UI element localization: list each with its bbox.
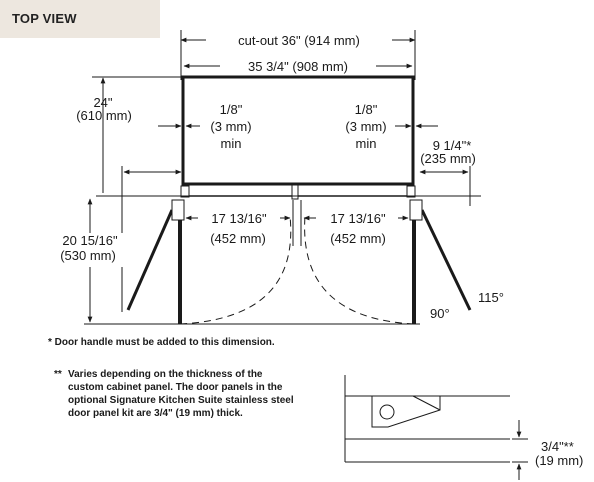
depth-in-label: 24" — [93, 95, 112, 110]
cutout-width-label: cut-out 36" (914 mm) — [238, 33, 360, 48]
note-panel-mark: ** — [54, 369, 62, 380]
right-door-115 — [420, 209, 472, 311]
panel-thickness-detail — [344, 375, 528, 480]
depth-mm-label: (610 mm) — [76, 108, 132, 123]
refrigerator-body — [181, 75, 415, 186]
hinge-left — [180, 185, 190, 198]
gap-left-mm: (3 mm) — [210, 119, 251, 134]
panel-thickness-mm: (19 mm) — [535, 453, 583, 468]
door-swing-depth-mm: (530 mm) — [60, 248, 116, 263]
top-view-tab: TOP VIEW — [0, 0, 160, 38]
side-clearance-in: 9 1/4"* — [433, 138, 472, 153]
top-view-label: TOP VIEW — [12, 11, 77, 26]
left-door-115 — [126, 209, 174, 311]
door-swing-depth-in: 20 15/16" — [62, 233, 118, 248]
unit-width-label: 35 3/4" (908 mm) — [248, 59, 348, 74]
panel-thickness-in: 3/4"** — [541, 439, 574, 454]
door-right-in: 17 13/16" — [330, 211, 386, 226]
gap-right-fraction: 1/8" — [355, 102, 378, 117]
gap-left-fraction: 1/8" — [220, 102, 243, 117]
note-panel-thickness: ** Varies depending on the thickness of … — [54, 368, 300, 420]
door-left-in: 17 13/16" — [211, 211, 267, 226]
left-door-swing-arc — [179, 215, 292, 325]
door-right-mm: (452 mm) — [330, 231, 386, 246]
side-clearance-mm: (235 mm) — [420, 151, 476, 166]
door-left-mm: (452 mm) — [210, 231, 266, 246]
gap-right-mm: (3 mm) — [345, 119, 386, 134]
gap-right-min: min — [356, 136, 377, 151]
angle-90-label: 90° — [430, 306, 450, 321]
note-door-handle: * Door handle must be added to this dime… — [48, 337, 275, 348]
right-door-swing-arc — [304, 215, 415, 325]
gap-left-min: min — [221, 136, 242, 151]
hinge-right — [406, 185, 416, 198]
note-panel-text: Varies depending on the thickness of the… — [68, 369, 294, 419]
angle-115-label: 115° — [478, 290, 504, 305]
